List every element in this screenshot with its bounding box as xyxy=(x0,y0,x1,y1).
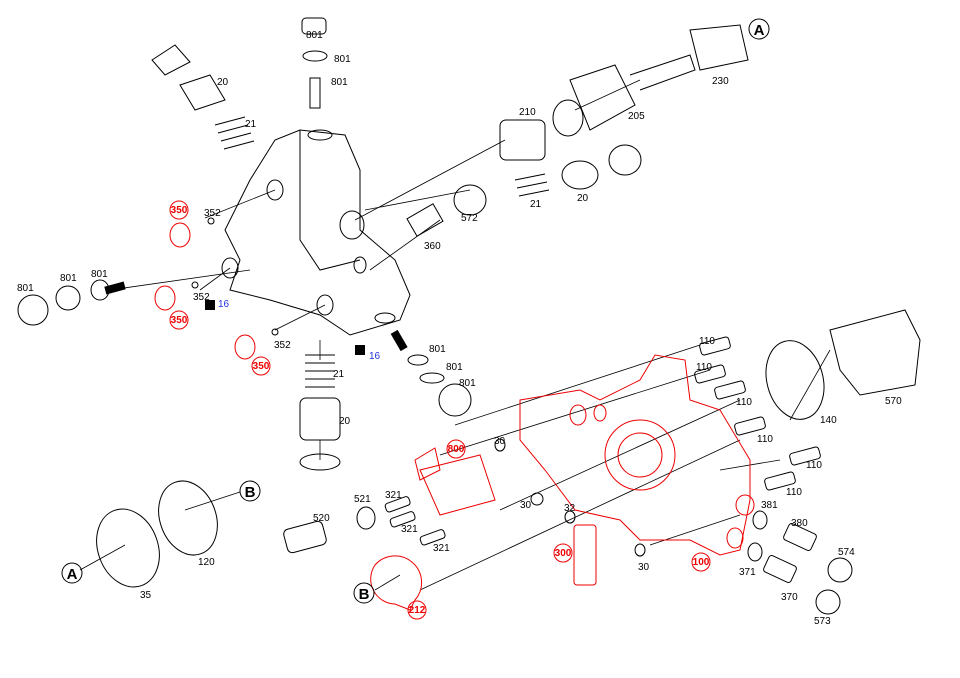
pump-housing xyxy=(221,129,411,336)
drive-shaft xyxy=(406,24,749,237)
part-label: 205 xyxy=(628,111,645,122)
red-callout-212: 212 xyxy=(407,600,427,620)
part-label: 801 xyxy=(459,378,476,389)
part-label: 120 xyxy=(198,557,215,568)
red-callout-100: 100 xyxy=(691,552,711,572)
part-label: 110 xyxy=(806,460,822,471)
svg-text:100: 100 xyxy=(693,557,710,568)
svg-text:350: 350 xyxy=(171,315,188,326)
part-label: 140 xyxy=(820,415,837,426)
svg-text:B: B xyxy=(359,586,370,603)
red-callout-350: 350 xyxy=(169,200,189,220)
part-label: 360 xyxy=(424,241,441,252)
part-label: 570 xyxy=(885,396,902,407)
red-plugs xyxy=(154,217,279,360)
part-label: 801 xyxy=(331,77,348,88)
svg-text:350: 350 xyxy=(171,205,188,216)
leader-lines xyxy=(79,79,831,591)
callout-b-bottom: B xyxy=(353,582,375,604)
part-label: 20 xyxy=(217,77,229,88)
svg-text:A: A xyxy=(754,22,765,39)
part-label: 801 xyxy=(91,269,108,280)
part-label: 30 xyxy=(520,500,532,511)
red-flange-body xyxy=(370,354,755,611)
part-label: 381 xyxy=(761,500,778,511)
part-label: 110 xyxy=(699,336,715,347)
highlighted-part-labels: 350 350 350 800 300 100 212 xyxy=(169,200,711,620)
part-label: 380 xyxy=(791,518,808,529)
part-label: 20 xyxy=(577,193,589,204)
part-label: 30 xyxy=(638,562,650,573)
part-label: 230 xyxy=(712,76,729,87)
part-label: 370 xyxy=(781,592,798,603)
callout-b-left: B xyxy=(239,480,261,502)
svg-text:B: B xyxy=(245,484,256,501)
part-label: 520 xyxy=(313,513,330,524)
svg-text:212: 212 xyxy=(409,605,426,616)
svg-text:350: 350 xyxy=(253,361,270,372)
part-label: 21 xyxy=(333,369,345,380)
part-label: 801 xyxy=(60,273,77,284)
right-plug-stack xyxy=(390,329,472,417)
part-label: 801 xyxy=(429,344,446,355)
part-label: 32 xyxy=(564,503,576,514)
part-label: 30 xyxy=(494,436,506,447)
part-label: 321 xyxy=(433,543,450,554)
left-plugs xyxy=(17,279,365,355)
part-label: 371 xyxy=(739,567,756,578)
red-callout-350: 350 xyxy=(251,356,271,376)
part-label: 110 xyxy=(786,487,802,498)
part-label: 801 xyxy=(17,283,34,294)
callout-a-top: A xyxy=(748,18,770,40)
part-label: 352 xyxy=(274,340,291,351)
part-label: 352 xyxy=(204,208,221,219)
part-label: 110 xyxy=(757,434,773,445)
red-callout-350: 350 xyxy=(169,310,189,330)
part-label: 801 xyxy=(334,54,351,65)
part-label: 573 xyxy=(814,616,831,627)
springs xyxy=(151,44,550,471)
part-label: 572 xyxy=(461,213,478,224)
part-label: 110 xyxy=(736,397,752,408)
part-label: 574 xyxy=(838,547,855,558)
top-plug-stack xyxy=(301,17,328,109)
red-callout-800: 800 xyxy=(446,439,466,459)
part-number-labels: 801 801 801 20 21 352 801 801 801 352 35… xyxy=(17,30,902,627)
part-label: 801 xyxy=(446,362,463,373)
callout-a-bottom: A xyxy=(61,562,83,584)
bolts-and-rings xyxy=(96,309,921,615)
part-label: 321 xyxy=(385,490,402,501)
part-label: 21 xyxy=(530,199,542,210)
part-label: 801 xyxy=(306,30,323,41)
svg-text:A: A xyxy=(67,566,78,583)
note-label: 16 xyxy=(218,299,230,310)
part-label: 352 xyxy=(193,292,210,303)
reference-callouts: A B A B xyxy=(61,18,770,604)
red-callout-300: 300 xyxy=(553,543,573,563)
part-label: 35 xyxy=(140,590,152,601)
svg-text:800: 800 xyxy=(448,444,465,455)
note-label: 16 xyxy=(369,351,381,362)
part-label: 521 xyxy=(354,494,371,505)
part-label: 21 xyxy=(245,119,257,130)
part-label: 321 xyxy=(401,524,418,535)
part-label: 110 xyxy=(696,362,712,373)
part-label: 210 xyxy=(519,107,536,118)
svg-text:300: 300 xyxy=(555,548,572,559)
part-label: 20 xyxy=(339,416,351,427)
